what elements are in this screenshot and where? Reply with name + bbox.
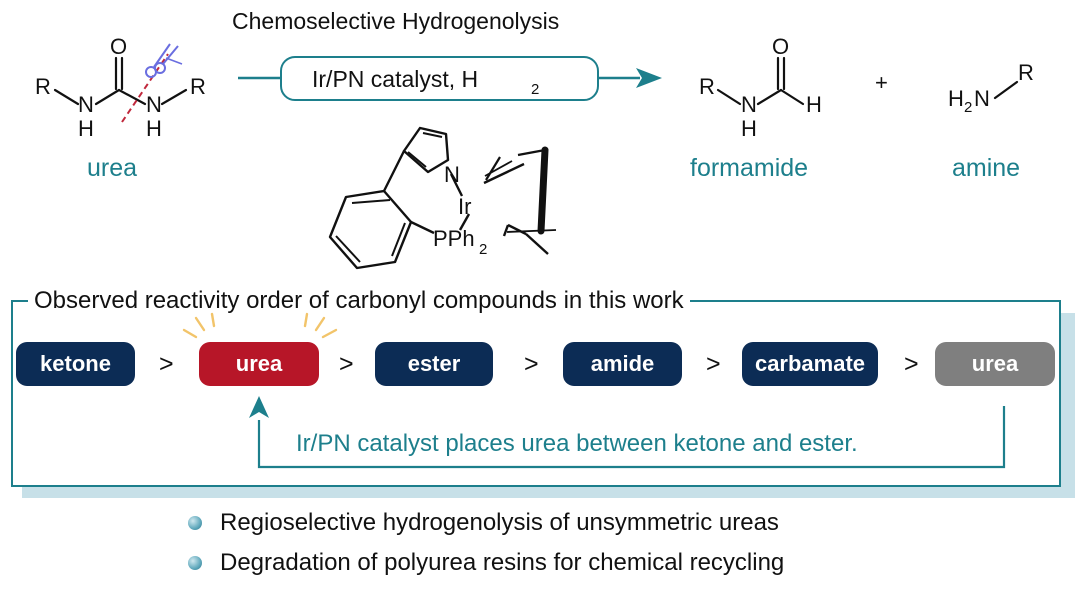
reaction-arrow-head	[636, 68, 662, 88]
order-pill-carbamate: carbamate	[742, 342, 878, 386]
amine-atom-h: H	[948, 86, 964, 111]
bullet-item: Degradation of polyurea resins for chemi…	[188, 549, 784, 577]
urea-atom-h2: H	[146, 116, 162, 141]
urea-atom-n2: N	[146, 92, 162, 117]
bullet-text: Degradation of polyurea resins for chemi…	[220, 549, 785, 576]
formamide-atom-o: O	[772, 34, 789, 59]
amine-atom-sub: 2	[964, 99, 972, 116]
complex-atom-ir: Ir	[458, 194, 471, 219]
catalyst-label: Ir/PN catalyst, H	[312, 66, 478, 92]
formamide-atom-hc: H	[806, 92, 822, 117]
urea-atom-h1: H	[78, 116, 94, 141]
return-arrow	[257, 406, 1006, 469]
order-pill-urea-highlighted: urea	[199, 342, 319, 386]
formamide-atom-n: N	[741, 92, 757, 117]
amine-atom-r: R	[1018, 60, 1034, 85]
urea-label: urea	[87, 154, 138, 182]
catalyst-label-sub: 2	[531, 81, 539, 98]
highlight-rays	[182, 312, 338, 339]
panel-title: Observed reactivity order of carbonyl co…	[28, 287, 690, 315]
urea-atom-r2: R	[190, 74, 206, 99]
order-pill-urea-original: urea	[935, 342, 1055, 386]
bullet-dot-icon	[188, 516, 202, 530]
panel-overlay	[182, 312, 1006, 469]
amine-label: amine	[952, 154, 1021, 182]
order-separator: >	[339, 350, 354, 378]
reaction-scheme: O R N H N H R R N H O H + H 2 N R N Ir P…	[35, 34, 1034, 270]
order-pill-ketone: ketone	[16, 342, 135, 386]
return-arrow-head	[249, 396, 269, 418]
cleavage-line	[121, 53, 169, 123]
catalyst-pill	[280, 56, 599, 101]
order-separator: >	[159, 350, 174, 378]
plus-sign: +	[875, 70, 888, 95]
formamide-atom-r: R	[699, 74, 715, 99]
order-pill-amide: amide	[563, 342, 682, 386]
complex-atom-pph: PPh	[433, 226, 475, 251]
scheme-title: Chemoselective Hydrogenolysis	[232, 8, 560, 34]
formamide-atom-hn: H	[741, 116, 757, 141]
urea-atom-o: O	[110, 34, 127, 59]
amine-atom-n: N	[974, 86, 990, 111]
order-separator: >	[706, 350, 721, 378]
complex-atom-pph-sub: 2	[479, 241, 487, 258]
panel-note: Ir/PN catalyst places urea between keton…	[296, 430, 858, 457]
bullet-item: Regioselective hydrogenolysis of unsymme…	[188, 509, 779, 537]
bullet-text: Regioselective hydrogenolysis of unsymme…	[220, 509, 779, 536]
formamide-label: formamide	[690, 154, 809, 182]
order-pill-ester: ester	[375, 342, 493, 386]
ir-complex-structure	[328, 126, 557, 270]
urea-atom-n1: N	[78, 92, 94, 117]
order-separator: >	[524, 350, 539, 378]
bullet-dot-icon	[188, 556, 202, 570]
complex-atom-n: N	[444, 162, 460, 187]
urea-atom-r1: R	[35, 74, 51, 99]
order-separator: >	[904, 350, 919, 378]
scissors-icon	[145, 43, 183, 78]
